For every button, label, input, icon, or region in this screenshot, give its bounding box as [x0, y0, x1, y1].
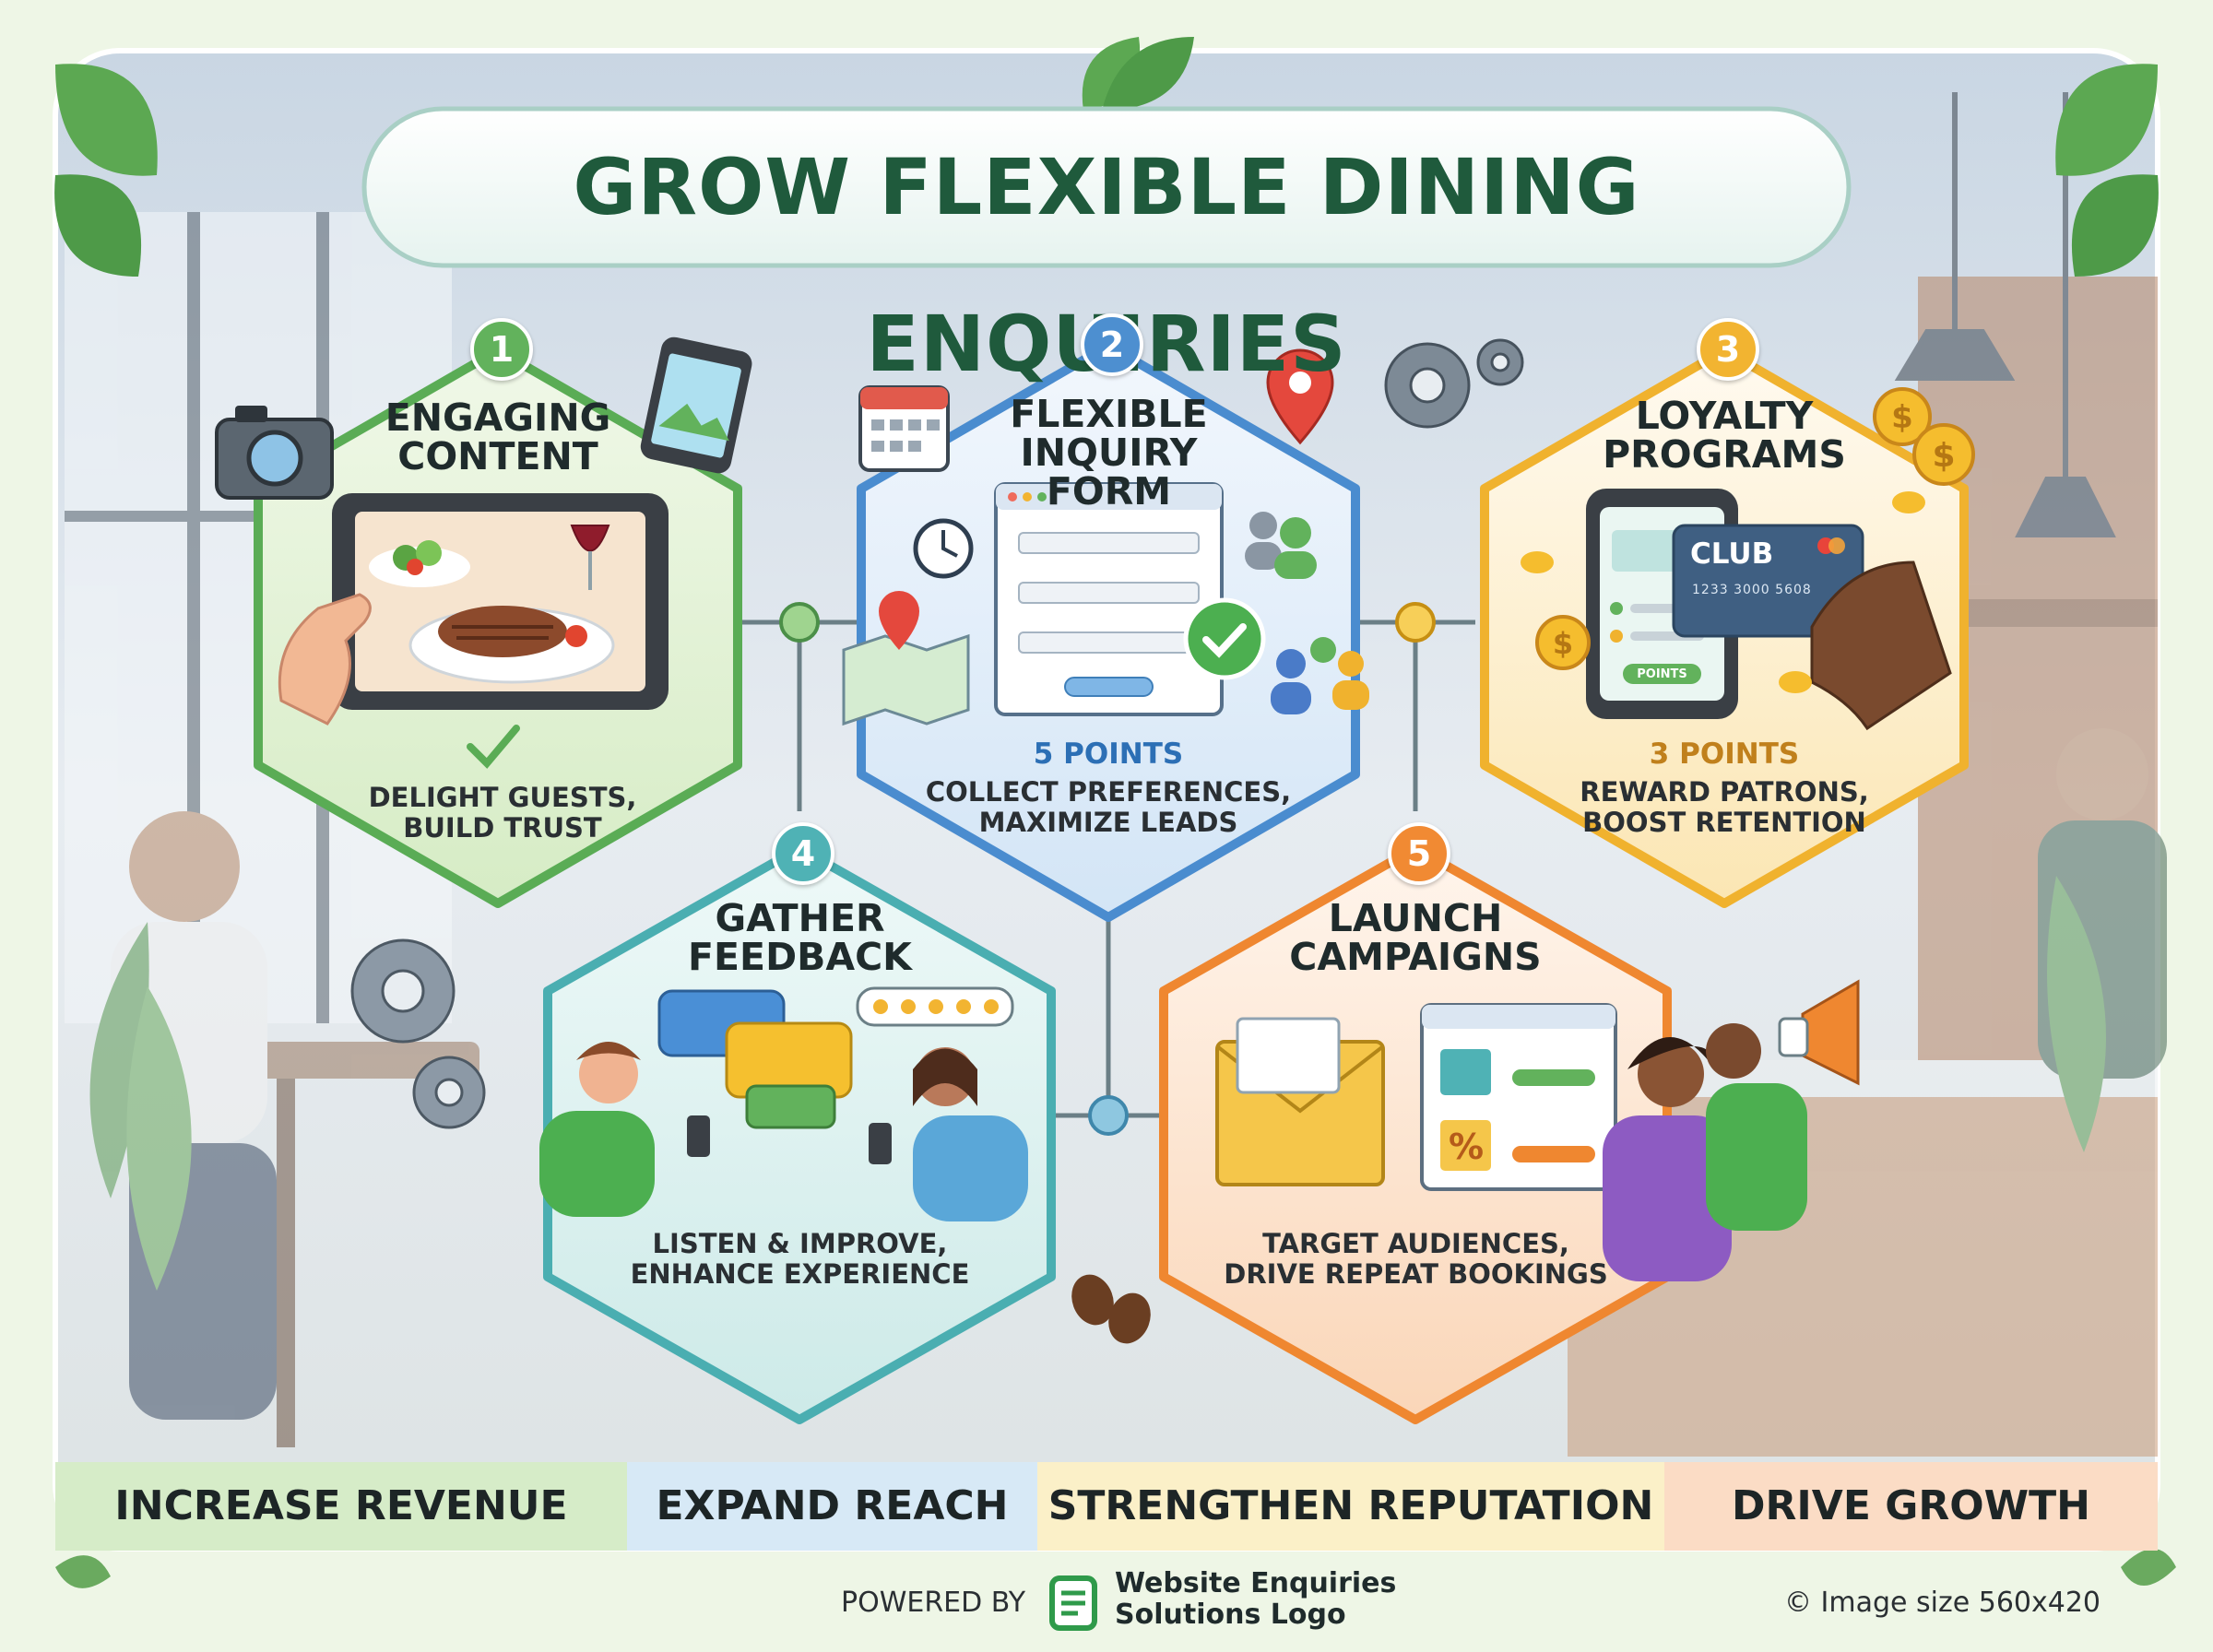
map-pin-icon [1266, 348, 1334, 445]
copyright-text: © Image size 560x420 [1784, 1587, 2101, 1619]
band-label-1: INCREASE REVENUE [114, 1482, 568, 1529]
step-desc-4: LISTEN & IMPROVE, ENHANCE EXPERIENCE [630, 1228, 970, 1290]
tablet-food-illustration [278, 493, 669, 726]
inquiry-form-illustration [994, 482, 1224, 716]
step-desc-1: DELIGHT GUESTS, BUILD TRUST [368, 782, 637, 844]
step-badge-1: 1 [470, 318, 533, 381]
club-card-label: CLUB [1690, 537, 1774, 571]
svg-text:$: $ [1553, 626, 1573, 661]
band-label-3: STRENGTHEN REPUTATION [1047, 1482, 1654, 1529]
step-desc-5: TARGET AUDIENCES, DRIVE REPEAT BOOKINGS [1224, 1228, 1608, 1290]
svg-text:%: % [1449, 1127, 1484, 1167]
band-expand-reach: EXPAND REACH [627, 1462, 1037, 1551]
connector-node-yellow [1395, 602, 1436, 643]
logo-line-2: Solutions Logo [1115, 1599, 1346, 1631]
step-title-1: ENGAGING CONTENT [385, 395, 611, 478]
check-icon [467, 725, 520, 769]
logo-text: Website Enquiries Solutions Logo [1115, 1568, 1396, 1631]
svg-text:$: $ [1891, 399, 1913, 436]
map-icon [842, 591, 970, 726]
title-plate [361, 106, 1852, 268]
step-title-2: FLEXIBLE INQUIRY FORM [1010, 392, 1208, 513]
step-desc-2: COLLECT PREFERENCES, MAXIMIZE LEADS [925, 776, 1292, 838]
step-title-3: LOYALTY PROGRAMS [1603, 394, 1846, 477]
svg-text:$: $ [1932, 437, 1955, 475]
step-badge-4: 4 [772, 822, 834, 885]
users-icon [1245, 512, 1369, 714]
band-increase-revenue: INCREASE REVENUE [55, 1462, 627, 1551]
check-badge-icon [1183, 597, 1266, 680]
page-title: GROW FLEXIBLE DINING ENQUIRIES [573, 142, 1640, 389]
feedback-illustration [539, 986, 1028, 1221]
gears-left-icon [350, 938, 486, 1129]
clock-icon [913, 518, 974, 579]
powered-by-label: POWERED BY [841, 1587, 1026, 1619]
step-points-2: 5 POINTS [1033, 738, 1184, 771]
calendar-icon [858, 385, 950, 472]
connector-node-blue [1088, 1095, 1129, 1136]
step-badge-2: 2 [1081, 313, 1143, 376]
phone-photo-icon [640, 336, 752, 474]
points-button-label: POINTS [1637, 667, 1687, 681]
step-badge-3: 3 [1697, 318, 1759, 381]
step-points-3: 3 POINTS [1649, 738, 1800, 771]
document-logo-icon [1049, 1575, 1097, 1631]
band-label-2: EXPAND REACH [656, 1482, 1009, 1529]
band-label-4: DRIVE GROWTH [1732, 1482, 2090, 1529]
step-badge-5: 5 [1388, 822, 1450, 885]
step-title-5: LAUNCH CAMPAIGNS [1289, 896, 1542, 979]
band-drive-growth: DRIVE GROWTH [1664, 1462, 2158, 1551]
step-desc-3: REWARD PATRONS, BOOST RETENTION [1580, 776, 1869, 838]
step-title-4: GATHER FEEDBACK [688, 896, 912, 979]
hex-launch-campaigns [1159, 844, 1672, 1424]
club-card-number: 1233 3000 5608 [1692, 583, 1812, 597]
coins-icon: $ $ $ [1521, 387, 1975, 693]
band-strengthen-reputation: STRENGTHEN REPUTATION [1037, 1462, 1664, 1551]
loyalty-card-illustration [1586, 489, 1952, 731]
connector-node-green [779, 602, 820, 643]
gear-icon [1384, 338, 1524, 429]
logo-line-1: Website Enquiries [1115, 1567, 1397, 1599]
campaigns-illustration: % [1215, 979, 1860, 1281]
leaf-decoration [54, 37, 2176, 1588]
camera-icon [215, 406, 334, 500]
coffee-beans-icon [1071, 1274, 1151, 1344]
